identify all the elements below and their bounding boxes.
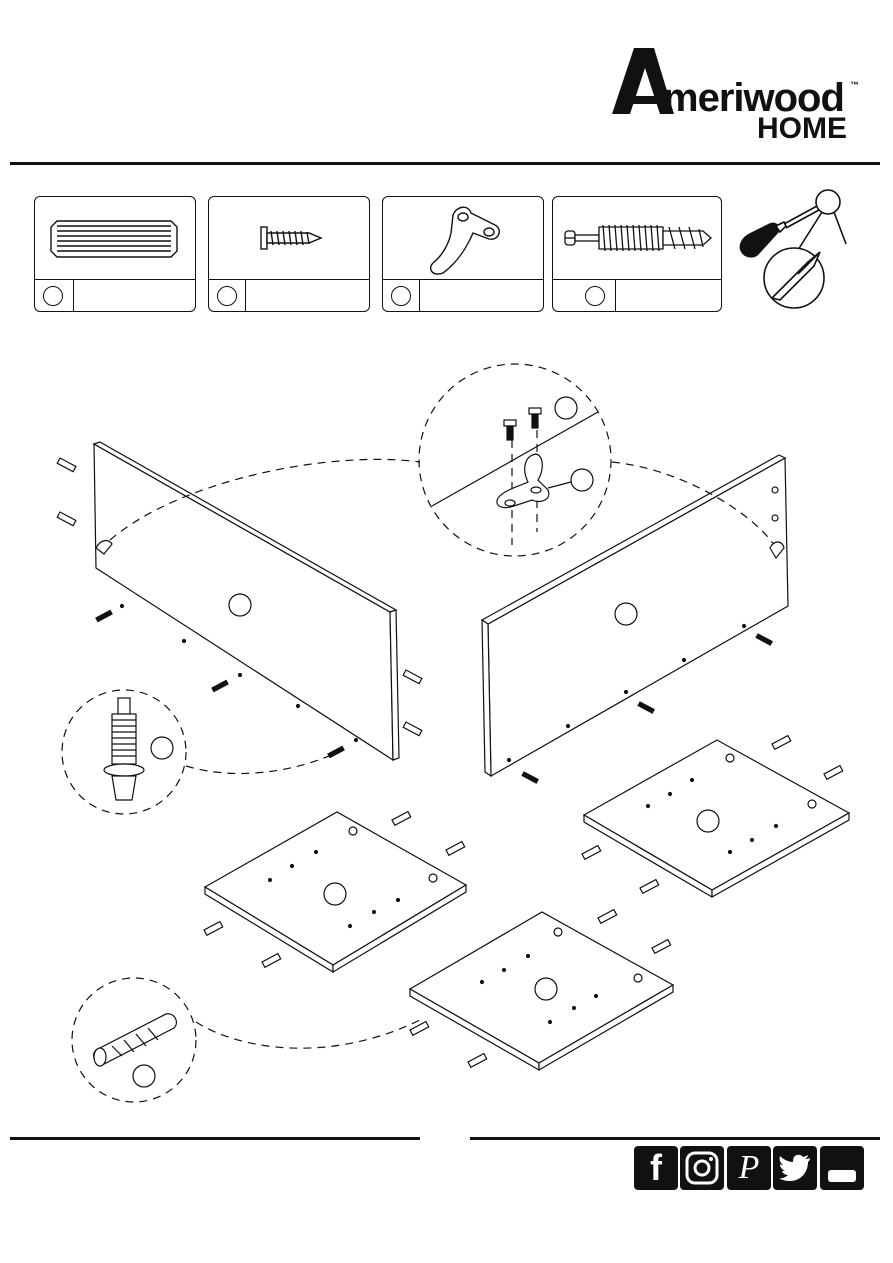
twitter-icon[interactable]: [773, 1146, 817, 1190]
footer-rule-left: [10, 1137, 420, 1140]
part-vdivider: [615, 279, 616, 311]
youtube-glyph: [824, 1150, 860, 1186]
part-number-circle: [585, 286, 605, 306]
pinterest-glyph: P: [739, 1149, 760, 1187]
twitter-glyph: [778, 1153, 812, 1183]
header-rule: [10, 162, 880, 165]
instagram-icon[interactable]: [680, 1146, 724, 1190]
dowel-icon: [35, 197, 195, 279]
callout-hook-detail: [419, 364, 611, 556]
facebook-glyph: f: [650, 1147, 662, 1189]
cam-bolt-icon: [553, 197, 721, 279]
footer-rule-right: [470, 1137, 880, 1140]
facebook-icon[interactable]: f: [634, 1146, 678, 1190]
part-number-circle: [217, 286, 237, 306]
part-box-1: [34, 196, 196, 312]
part-vdivider: [419, 279, 420, 311]
shelf-left: [205, 812, 466, 972]
right-panel: [482, 455, 788, 776]
assembly-diagram: [0, 340, 893, 1120]
part-divider: [383, 279, 543, 280]
instagram-glyph: [684, 1150, 720, 1186]
part-divider: [209, 279, 369, 280]
part-box-2: [208, 196, 370, 312]
hook-detail: [432, 397, 598, 508]
cam-detail: [104, 698, 173, 800]
part-vdivider: [73, 279, 74, 311]
brand-sub: HOME: [757, 112, 847, 146]
youtube-icon[interactable]: [820, 1146, 864, 1190]
screw-icon: [209, 197, 369, 279]
part-number-circle: [391, 286, 411, 306]
part-box-4: [552, 196, 722, 312]
dowel-detail: [94, 1014, 177, 1087]
hook-icon: [383, 197, 543, 279]
shelf-right: [584, 740, 849, 897]
part-number-circle: [43, 286, 63, 306]
left-panel: [94, 442, 399, 760]
part-divider: [553, 279, 721, 280]
brand-trademark: ™: [850, 80, 859, 90]
shelf-bottom: [410, 912, 673, 1070]
pinterest-icon[interactable]: P: [727, 1146, 771, 1190]
part-vdivider: [245, 279, 246, 311]
phillips-screwdriver-icon: [736, 186, 856, 316]
part-divider: [35, 279, 195, 280]
part-box-3: [382, 196, 544, 312]
